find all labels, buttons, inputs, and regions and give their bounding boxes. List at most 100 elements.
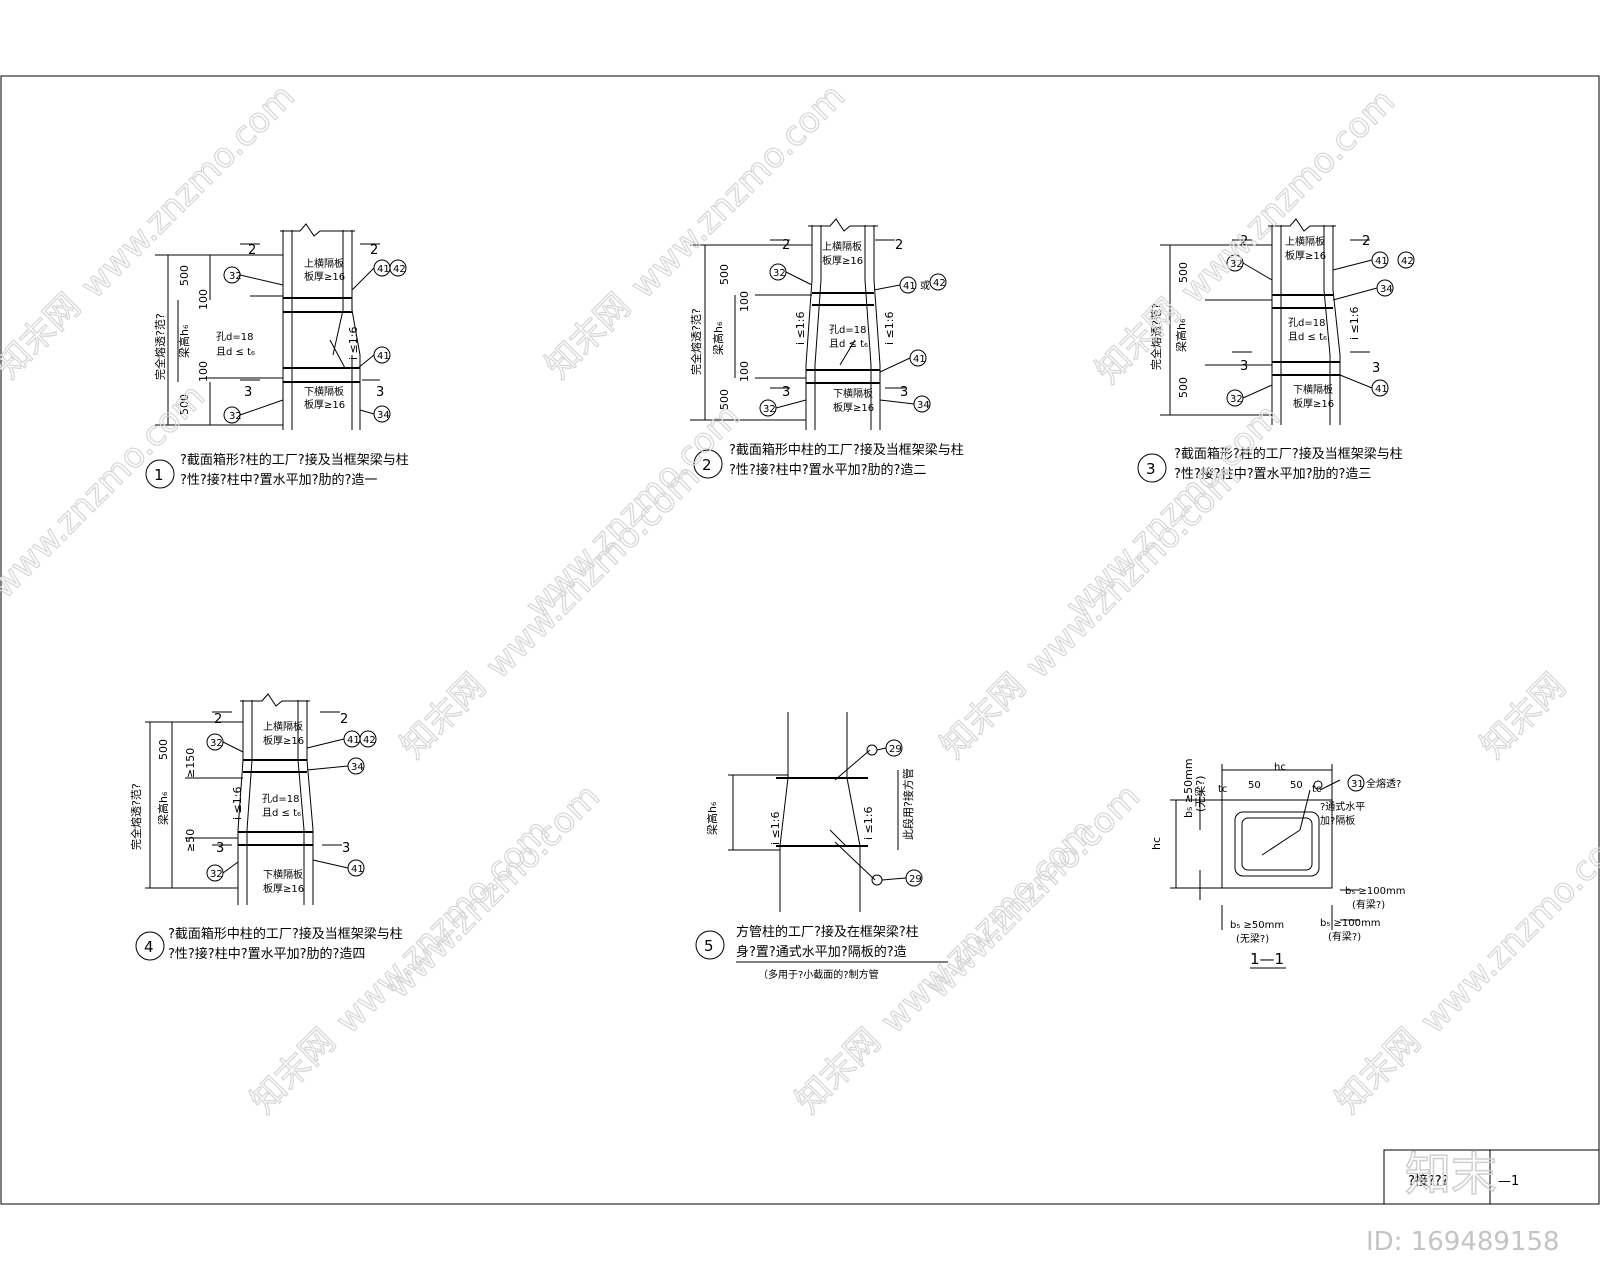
bs100-label: b₅ ≥100mm — [1320, 918, 1380, 929]
detail-caption-line-1: 方管柱的工厂?接及在框架梁?柱 — [736, 924, 919, 940]
weld-41: 41 — [351, 864, 364, 875]
weld-32: 32 — [773, 268, 786, 279]
watermark-brand: 知末网 — [0, 286, 88, 386]
lower-thick-label: 板厚≥16 — [1293, 397, 1334, 410]
watermark-brand: 知末网 — [1473, 666, 1573, 766]
upper-thick-label: 板厚≥16 — [822, 254, 863, 267]
upper-plate-label: 上横隔板 — [304, 257, 344, 270]
has-beam-label: (有梁?) — [1352, 898, 1385, 911]
weld-29: 29 — [889, 744, 902, 755]
detail-number-circle — [1137, 453, 1167, 483]
hole-cond-label: 且d ≤ t₆ — [216, 346, 255, 358]
detail-caption-line-1: ?截面箱形中柱的工厂?接及当框架梁与柱 — [729, 442, 964, 458]
upper-plate-label: 上横隔板 — [822, 240, 862, 253]
hole-label: 孔d=18 — [829, 324, 866, 336]
hole-cond-label: 且d ≤ t₆ — [1288, 331, 1327, 343]
dim-500: 500 — [178, 265, 191, 286]
hc-label: hc — [1274, 762, 1286, 773]
lower-thick-label: 板厚≥16 — [263, 882, 304, 895]
watermark-brand: 知末网 — [788, 1021, 888, 1121]
dim-100: 100 — [197, 361, 210, 382]
weld-34: 34 — [377, 410, 390, 421]
beam-height-label: 梁高h₆ — [705, 801, 719, 835]
dim-500: 500 — [718, 264, 731, 285]
beam-height-label: 梁高h₆ — [177, 324, 191, 358]
lower-thick-label: 板厚≥16 — [833, 401, 874, 414]
weld-41: 41 — [377, 264, 390, 275]
section-mark-2: 2 — [1362, 234, 1370, 249]
watermark-brand: 知末网 — [933, 666, 1033, 766]
detail-number-circle — [695, 930, 725, 960]
weld-32: 32 — [210, 869, 223, 880]
bs50-label: b₅ ≥50mm — [1230, 920, 1284, 931]
hole-cond-label: 且d ≤ t₆ — [829, 338, 868, 350]
detail-number-circle — [693, 449, 723, 479]
dim-500: 500 — [718, 389, 731, 410]
lower-plate-label: 下横隔板 — [1293, 383, 1333, 396]
weld-32: 32 — [229, 271, 242, 282]
upper-plate-label: 上横隔板 — [263, 720, 303, 733]
watermark-site: www.znzmo.com — [1018, 456, 1248, 686]
upper-thick-label: 板厚≥16 — [304, 270, 345, 283]
section-mark-3: 3 — [900, 385, 908, 400]
lower-plate-label: 下横隔板 — [263, 868, 303, 881]
weld-32: 32 — [229, 411, 242, 422]
hole-cond-label: 且d ≤ t₆ — [262, 807, 301, 819]
column-drawing — [728, 712, 923, 912]
weld-41: 41 — [377, 351, 390, 362]
weld-32: 32 — [1230, 259, 1243, 270]
hc-label: hc — [1150, 837, 1163, 850]
dim-500: 500 — [1177, 262, 1190, 283]
slope-label: i ≤1:6 — [883, 312, 896, 345]
section-mark-2: 2 — [370, 243, 378, 258]
detail-caption-line-2: ?性?接?柱中?置水平加?肋的?造一 — [180, 472, 377, 488]
watermark-brand: 知末网 — [1088, 291, 1188, 391]
dim-100: 100 — [197, 289, 210, 310]
brand-logo: 知末 — [1405, 1147, 1497, 1201]
detail-caption-line-1: ?截面箱形?柱的工厂?接及当框架梁与柱 — [1174, 446, 1403, 462]
weld-41: 41 — [913, 354, 926, 365]
detail-number-circle — [135, 931, 165, 961]
beam-height-label: 梁高h₆ — [156, 791, 170, 825]
dim-500: 500 — [157, 739, 170, 760]
no-beam-label: (无梁?) — [1193, 776, 1207, 812]
detail-number: 1 — [154, 466, 164, 484]
weld-42: 42 — [393, 264, 406, 275]
dim-50: 50 — [1248, 780, 1261, 791]
slope-label: i ≤1:6 — [231, 787, 244, 820]
weld-32: 32 — [1230, 394, 1243, 405]
dim-500: 500 — [178, 394, 191, 415]
no-beam-label: (无梁?) — [1236, 932, 1269, 945]
detail-caption-line-3: （多用于?小截面的?制方管 — [758, 968, 879, 981]
section-mark-3: 3 — [244, 385, 252, 400]
section-mark-3: 3 — [1240, 359, 1248, 374]
or-label: 或 — [920, 280, 930, 292]
weld-32: 32 — [763, 404, 776, 415]
detail-3: 上横隔板 板厚≥16 下横隔板 板厚≥16 孔d=18 且d ≤ t₆ 2 2 … — [1137, 218, 1415, 483]
watermark-site: www.znzmo.com — [623, 76, 853, 306]
section-title: 1—1 — [1250, 950, 1284, 968]
watermark-brand: 知末网 — [1328, 1021, 1428, 1121]
dim-100: 100 — [738, 361, 751, 382]
detail-caption-line-2: ?性?接?柱中?置水平加?肋的?造四 — [168, 946, 365, 962]
tc-label: tc — [1218, 784, 1227, 795]
through-plate-label-1: ?通式水平 — [1320, 800, 1365, 813]
detail-number-circle — [145, 459, 175, 489]
dim-500: 500 — [1177, 377, 1190, 398]
weld-41: 41 — [1375, 256, 1388, 267]
column-drawing — [155, 223, 407, 430]
watermark-layer: 知末网 www.znzmo.com 知末网 www.znzmo.com 知末网 … — [0, 76, 1600, 1122]
weld-34: 34 — [1380, 284, 1393, 295]
weld-29: 29 — [909, 874, 922, 885]
section-mark-3: 3 — [782, 385, 790, 400]
section-mark-3: 3 — [1372, 361, 1380, 376]
full-pen-label: 完全熔透?范? — [689, 308, 703, 375]
detail-caption-line-1: ?截面箱形中柱的工厂?接及当框架梁与柱 — [168, 926, 403, 942]
hole-label: 孔d=18 — [262, 793, 299, 805]
section-mark-2: 2 — [782, 238, 790, 253]
watermark-brand: 知末网 — [538, 286, 638, 386]
dim-150: ≥150 — [184, 748, 197, 778]
section-mark-2: 2 — [1240, 234, 1248, 249]
weld-42: 42 — [1401, 256, 1414, 267]
beam-height-label: 梁高h₆ — [711, 321, 725, 355]
